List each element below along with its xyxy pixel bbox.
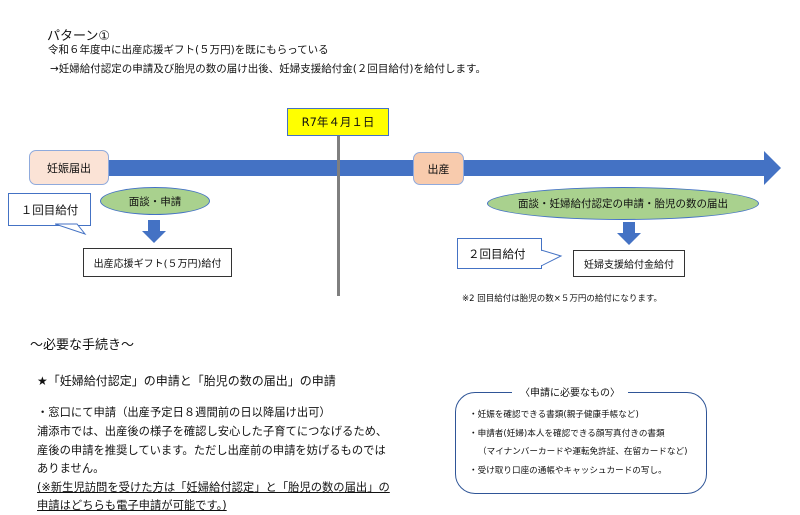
- second-step-ellipse: 面談・妊婦給付認定の申請・胎児の数の届出: [487, 187, 759, 220]
- requirement-item: （マイナンバーカードや運転免許証、在留カードなど): [478, 447, 688, 457]
- requirement-item: ・申請者(妊婦)本人を確認できる顔写真付きの書類: [469, 429, 665, 439]
- birth-box: 出産: [413, 152, 464, 185]
- requirements-title: 〈申請に必要なもの〉: [512, 384, 628, 399]
- date-label: R7年４月１日: [287, 108, 389, 136]
- second-payment-callout: ２回目給付: [457, 238, 542, 269]
- first-payment-callout: １回目給付: [8, 193, 91, 226]
- timeline-arrowhead-icon: [764, 151, 781, 185]
- procedure-line: ・窓口にて申請（出産予定日８週間前の日以降届け出可）: [37, 406, 331, 419]
- down-arrow-icon: [617, 222, 641, 245]
- callout-tail-icon: [55, 223, 87, 235]
- header-line1: 令和６年度中に出産応援ギフト(５万円)を既にもらっている: [48, 44, 329, 56]
- requirement-item: ・妊娠を確認できる書類(親子健康手帳など): [469, 410, 639, 420]
- pregnancy-notification-box: 妊娠届出: [29, 150, 109, 185]
- procedure-line: 産後の申請を推奨しています。ただし出産前の申請を妨げるものでは: [37, 444, 386, 457]
- pattern-title: パターン①: [47, 29, 111, 44]
- procedures-title: ～必要な手続き～: [30, 338, 135, 353]
- header-line2: →妊婦給付認定の申請及び胎児の数の届け出後、妊婦支援給付金(２回目給付)を給付し…: [50, 63, 486, 75]
- procedure-note: (※新生児訪問を受けた方は「妊婦給付認定」と「胎児の数の届出」の: [37, 481, 390, 494]
- date-marker-line: [337, 134, 340, 296]
- procedure-line: 浦添市では、出産後の様子を確認し安心した子育てにつなげるため、: [37, 425, 388, 438]
- procedure-line: ありません。: [37, 462, 105, 475]
- requirement-item: ・受け取り口座の通帳やキャッシュカードの写し。: [469, 466, 667, 476]
- procedure-note: 申請はどちらも電子申請が可能です。): [37, 499, 227, 512]
- payment-note: ※2 回目給付は胎児の数×５万円の給付になります。: [462, 294, 663, 304]
- second-result-box: 妊婦支援給付金給付: [573, 250, 685, 277]
- procedures-heading: ★「妊婦給付認定」の申請と「胎児の数の届出」の申請: [37, 374, 336, 388]
- callout-tail-icon: [541, 249, 563, 267]
- first-step-ellipse: 面談・申請: [100, 187, 210, 215]
- first-result-box: 出産応援ギフト(５万円)給付: [83, 248, 232, 277]
- down-arrow-icon: [142, 220, 166, 243]
